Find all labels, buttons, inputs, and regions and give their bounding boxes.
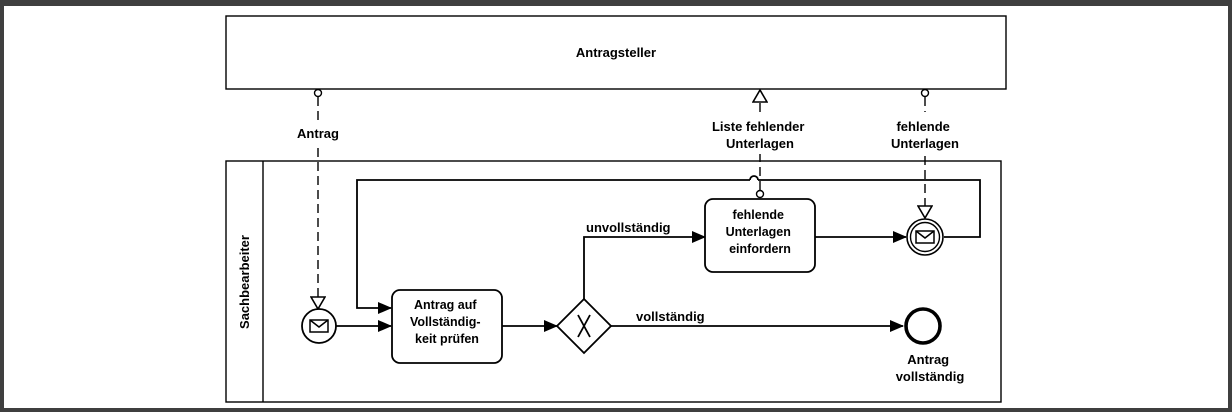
flow-label-vollstaendig: vollständig [636,309,705,324]
exclusive-gateway[interactable] [555,297,613,355]
message-label-fehlende-unterlagen: fehlende Unterlagen [891,119,959,151]
end-event[interactable] [904,307,942,345]
pool-sachbearbeiter[interactable] [225,160,1002,403]
task-request-missing-documents-label: fehlende Unterlagen einfordern [726,208,795,256]
end-event-label: Antrag vollständig [896,352,965,384]
intermediate-message-event[interactable] [906,218,944,256]
sequence-flows [336,175,981,332]
pool-sachbearbeiter-label: Sachbearbeiter [237,235,252,329]
start-event-message[interactable] [301,308,337,344]
pool-antragsteller[interactable] [225,15,1007,90]
flow-gateway-to-request [583,231,706,299]
flow-event-loop-back [758,179,981,238]
x-marker-icon [577,314,591,338]
task-request-missing-documents[interactable]: fehlende Unterlagen einfordern [704,198,816,273]
message-label-antrag: Antrag [297,126,339,141]
task-check-completeness[interactable]: Antrag auf Vollständig- keit prüfen [391,289,503,364]
message-flow-antrag[interactable] [315,88,322,310]
pool-antragsteller-label: Antragsteller [576,45,656,60]
envelope-icon [915,230,935,244]
flow-label-unvollstaendig: unvollständig [586,220,671,235]
task-check-completeness-label: Antrag auf Vollständig- keit prüfen [410,298,484,346]
envelope-icon [309,319,329,333]
message-flow-liste-fehlender-unterlagen[interactable] [757,90,764,199]
message-flow-fehlende-unterlagen[interactable] [922,88,929,219]
flow-loop-hop [749,175,759,181]
message-label-liste-fehlender-unterlagen: Liste fehlender Unterlagen [712,119,808,151]
